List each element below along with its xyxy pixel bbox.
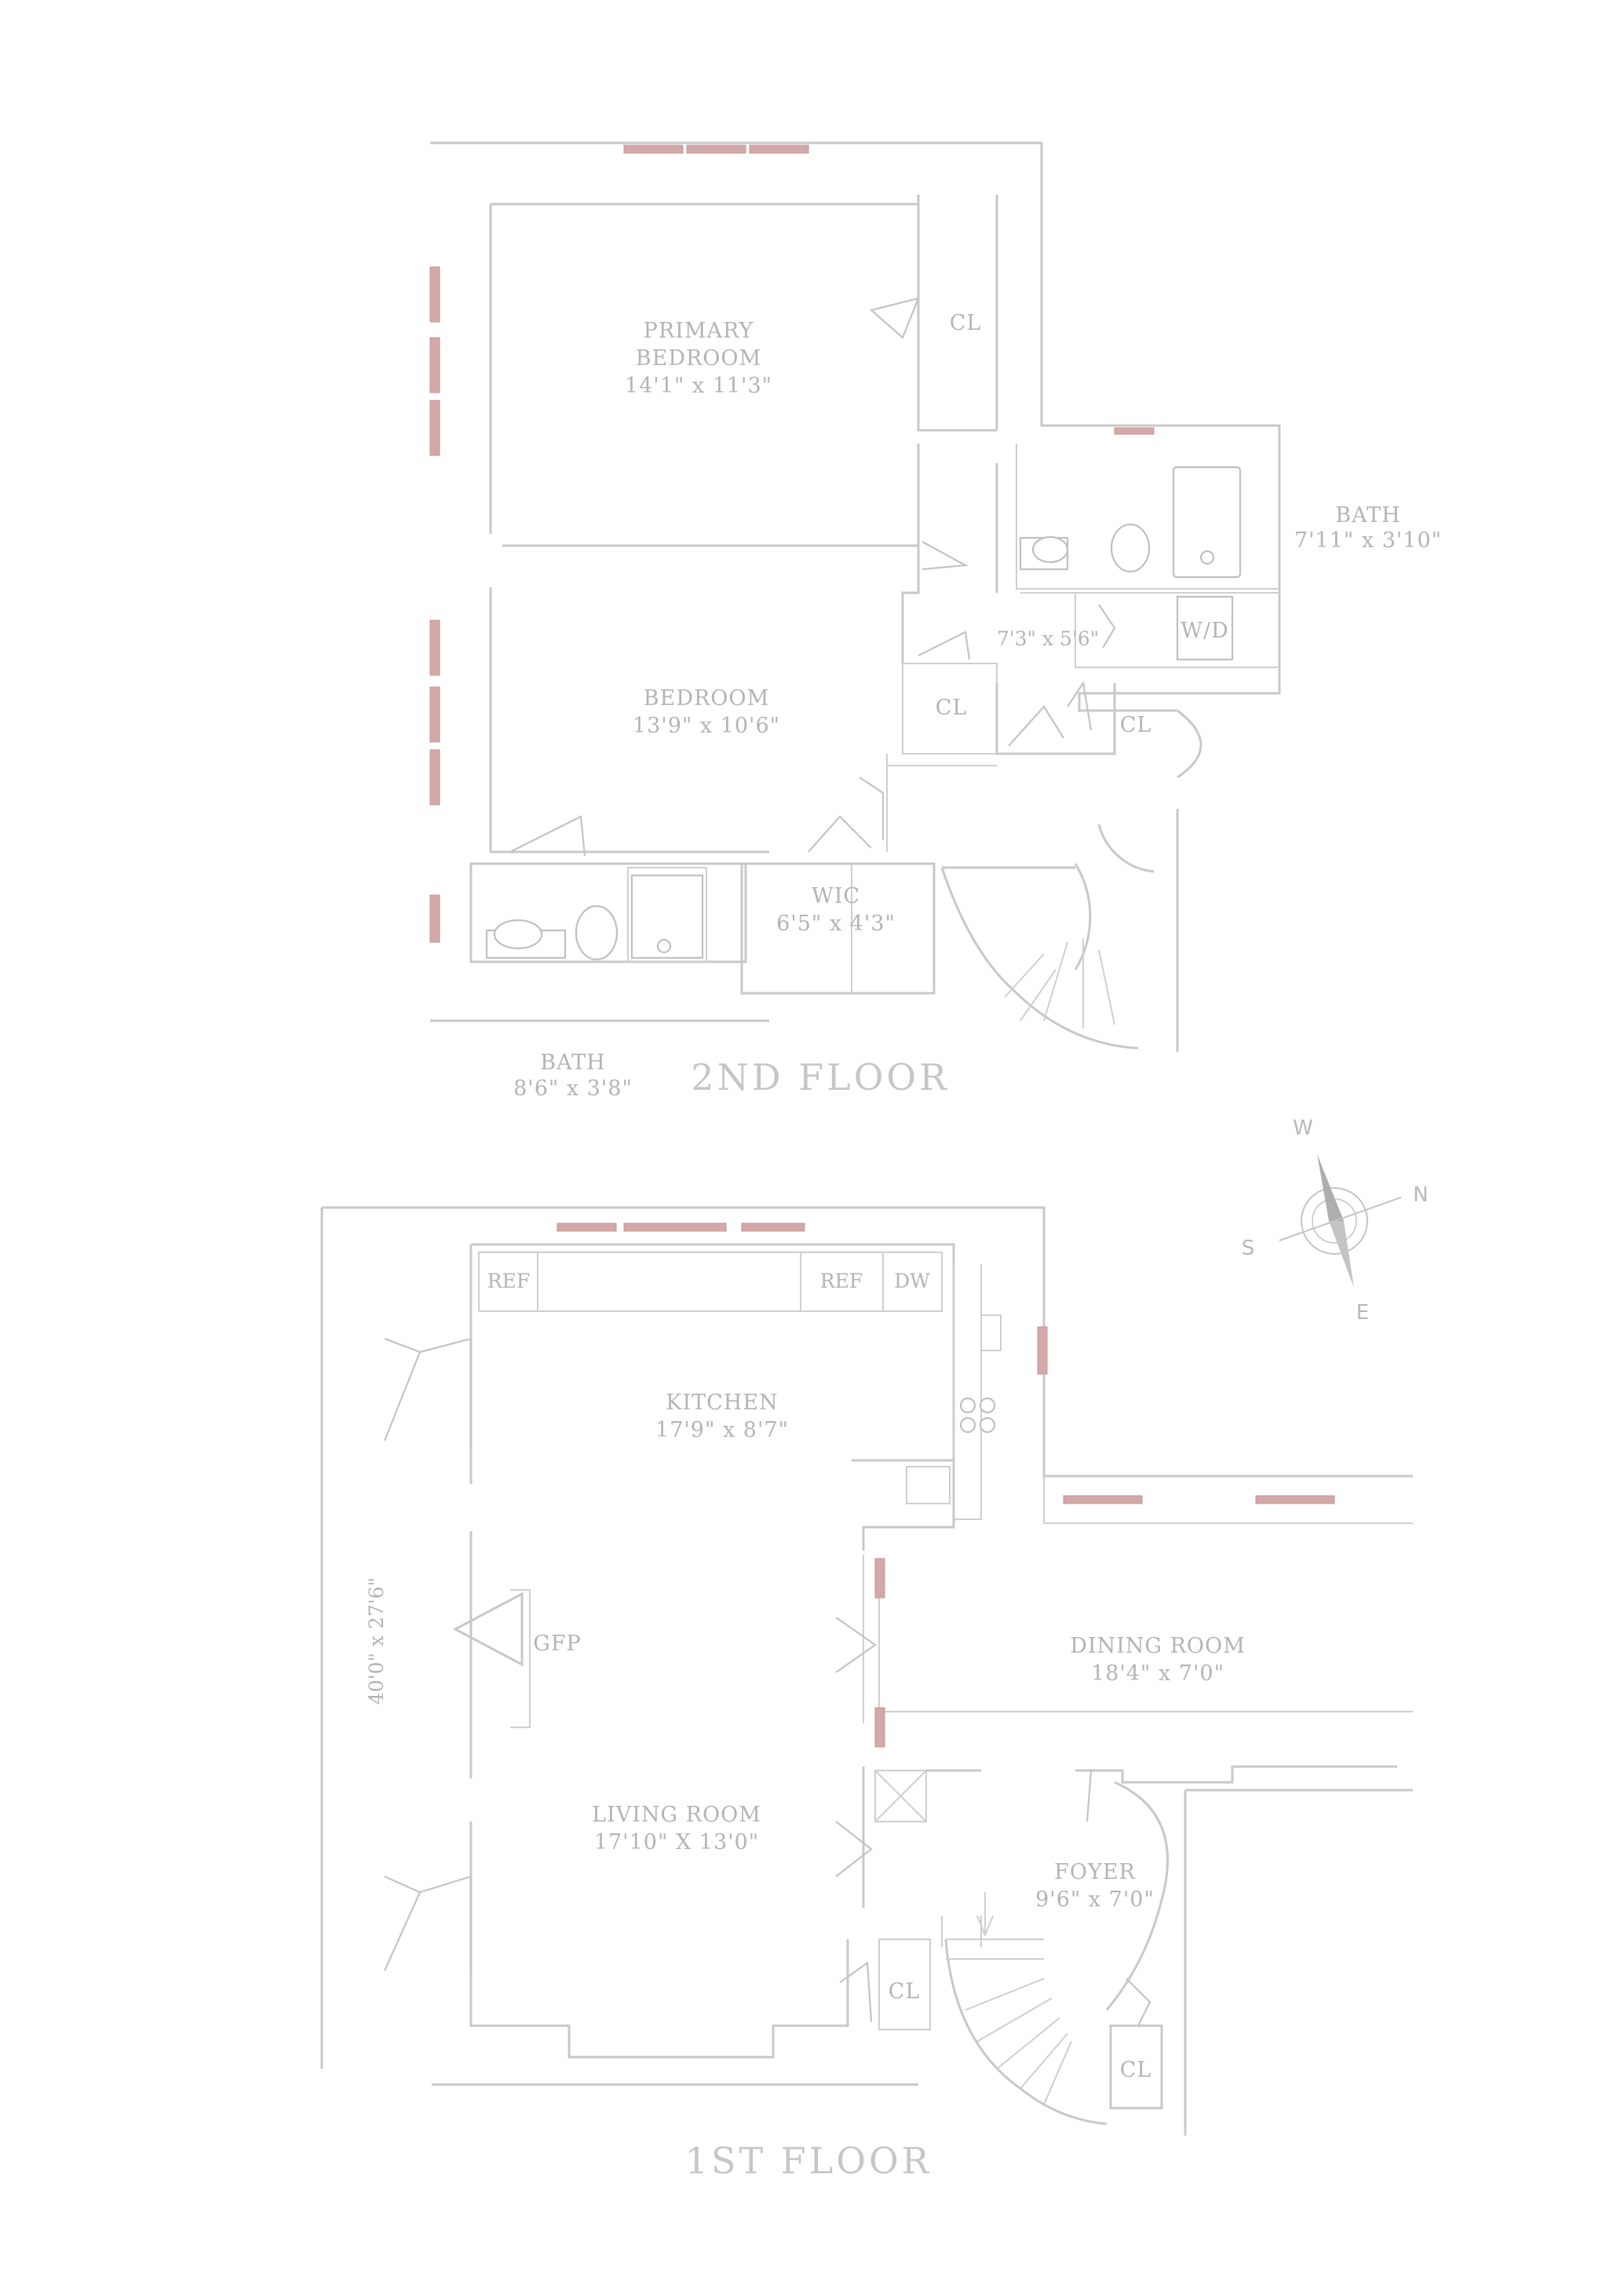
dining-room-name: DINING ROOM (1070, 1634, 1246, 1658)
first-floor-title: 1ST FLOOR (685, 2140, 932, 2182)
closet-b-label: CL (1120, 713, 1152, 737)
compass-s: S (1242, 1237, 1255, 1260)
primary-bedroom-name-2: BEDROOM (636, 346, 761, 371)
dishwasher-label: DW (894, 1270, 930, 1292)
second-floor-title: 2ND FLOOR (691, 1056, 950, 1098)
first-floor (320, 1206, 1413, 2136)
ref-right-label: REF (820, 1270, 863, 1292)
closet-a-label: CL (936, 696, 968, 720)
closet-living-label: CL (889, 1979, 921, 2004)
primary-bedroom-name-1: PRIMARY (644, 319, 754, 343)
kitchen-name: KITCHEN (666, 1391, 778, 1415)
windows-second-floor (429, 144, 1155, 943)
dining-room-dims: 18'4" x 7'0" (1091, 1661, 1224, 1686)
windows-first-floor (557, 1222, 1335, 1748)
kitchen-dims: 17'9" x 8'7" (655, 1418, 789, 1442)
compass-w: W (1293, 1116, 1313, 1140)
bedroom-name: BEDROOM (644, 686, 769, 711)
foyer-name: FOYER (1054, 1860, 1136, 1884)
ref-left-label: REF (487, 1270, 530, 1292)
second-floor (429, 141, 1281, 1052)
closet-foyer-label: CL (1120, 2058, 1152, 2082)
overall-dims: 40'0" x 27'6" (365, 1577, 388, 1705)
primary-closet-label: CL (950, 311, 982, 335)
living-room-dims: 17'10" X 13'0" (594, 1830, 759, 1855)
wic-name: WIC (812, 884, 860, 908)
compass-e: E (1356, 1301, 1369, 1325)
bedroom-dims: 13'9" x 10'6" (633, 714, 780, 738)
laundry-label: W/D (1181, 619, 1229, 643)
compass-n: N (1413, 1183, 1428, 1207)
compass: W N S E (1242, 1116, 1429, 1325)
primary-bedroom-dims: 14'1" x 11'3" (625, 374, 772, 398)
fireplace-label: GFP (533, 1632, 581, 1656)
compass-needle-south (1329, 1221, 1354, 1288)
bath-lower-name: BATH (540, 1051, 605, 1075)
wic-dims: 6'5" x 4'3" (776, 912, 896, 936)
bath-lower-dims: 8'6" x 3'8" (513, 1076, 633, 1101)
foyer-dims: 9'6" x 7'0" (1035, 1888, 1155, 1912)
bath-upper-name: BATH (1335, 503, 1400, 528)
bath-upper-dims: 7'11" x 3'10" (1294, 528, 1442, 553)
compass-needle-north (1317, 1154, 1344, 1221)
hall-dims: 7'3" x 5'6" (997, 627, 1099, 650)
living-room-name: LIVING ROOM (592, 1803, 761, 1827)
